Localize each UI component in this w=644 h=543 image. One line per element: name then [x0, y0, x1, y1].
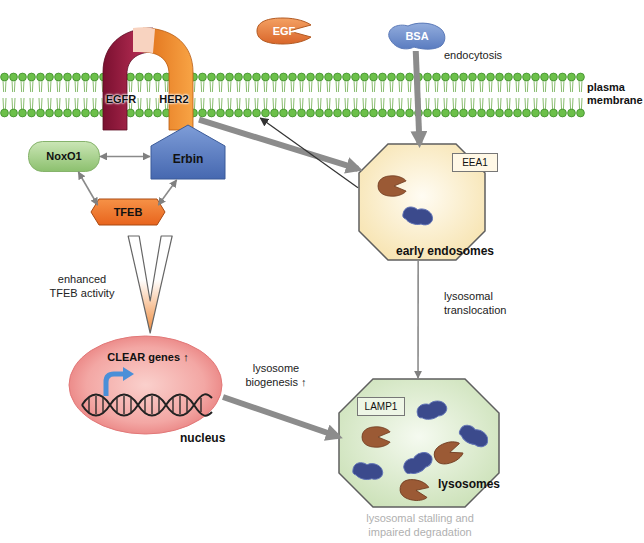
marker-tag: EEA1: [452, 153, 498, 172]
ligand-egf: EGF: [255, 17, 313, 45]
node-label: TFEB: [90, 198, 166, 226]
edge-label: lysosome biogenesis ↑: [240, 362, 312, 390]
rounded-box: [29, 142, 100, 172]
nucleus-ellipse-outline: [68, 335, 223, 435]
interaction-arrow: [417, 261, 419, 378]
plasma-membrane-outline: [0, 72, 585, 118]
transport-arrow: [223, 397, 338, 437]
edge-label: endocytosis: [444, 49, 514, 63]
node-label: EGF: [255, 17, 313, 45]
note-label: lysosomal stalling and impaired degradat…: [345, 512, 495, 540]
nucleus-shape: [69, 336, 222, 434]
node-label: EEA1: [452, 153, 498, 172]
interaction-arrow: [78, 172, 97, 205]
node-label: NoxO1: [28, 141, 100, 172]
node-label: BSA: [386, 21, 448, 51]
node-label: LAMP1: [357, 397, 405, 416]
ligand-bsa: BSA: [386, 21, 448, 51]
pentagon-shape: [151, 125, 225, 179]
interaction-arrow: [260, 118, 358, 188]
activation-chevron: [128, 236, 172, 333]
interaction-arrow: [158, 180, 176, 205]
erbin-pentagon-outline: [150, 124, 226, 180]
lysosome: lysosomes LAMP1: [338, 378, 500, 508]
hexagon-shape: [91, 199, 165, 225]
node-label: EGFR: [99, 93, 143, 106]
nucleus-ellipse: CLEAR genes ↑nucleus: [68, 335, 223, 435]
receptor-dimer-joint: [133, 27, 155, 53]
tag-box: [453, 154, 498, 172]
tag-box: [358, 398, 405, 416]
marker-tag: LAMP1: [357, 397, 405, 416]
node-label: plasma membrane: [587, 81, 644, 106]
tfeb-hexagon: TFEB: [90, 198, 166, 226]
octagon-shape: [339, 379, 499, 507]
interaction-arrow: [100, 156, 150, 158]
node-label: CLEAR genes ↑: [96, 351, 200, 364]
lipid-bilayer: [0, 72, 585, 118]
plasma-membrane: plasma membrane: [0, 72, 585, 118]
node-label: HER2: [151, 93, 197, 106]
node-label: nucleus: [180, 432, 240, 446]
erbin-pentagon: Erbin: [150, 124, 226, 180]
receptor-her2: HER2: [141, 26, 199, 130]
noxo1-box: NoxO1: [28, 141, 100, 172]
node-label: lysosomes: [438, 478, 500, 492]
early-endosome: early endosomesEEA1: [358, 143, 486, 261]
edge-label: enhanced TFEB activity: [44, 273, 120, 301]
node-label: Erbin: [150, 124, 226, 180]
edge-label: lysosomal translocation: [444, 290, 524, 318]
node-label: early endosomes: [396, 245, 508, 259]
receptor-her2-outline: [141, 26, 199, 130]
